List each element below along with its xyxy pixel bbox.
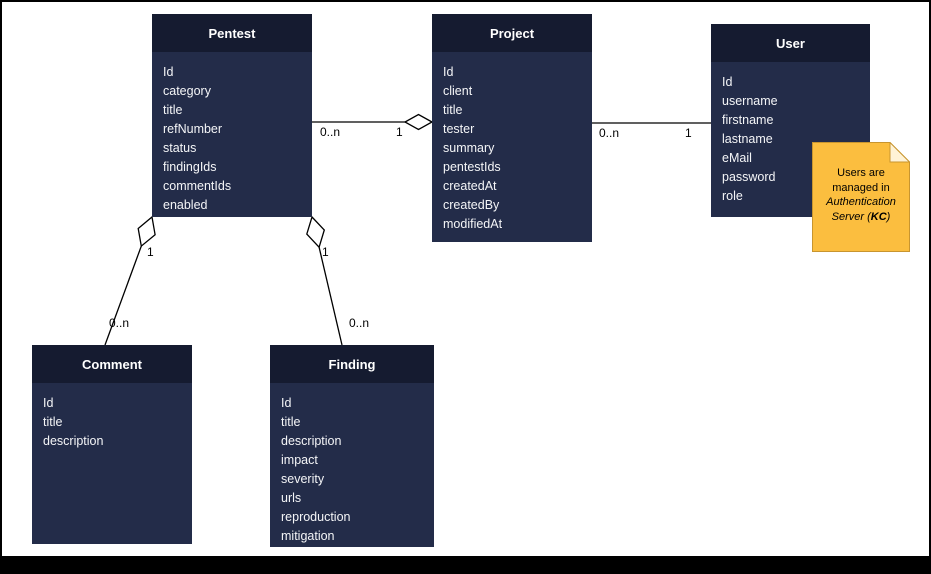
multiplicity-label: 0..n: [320, 125, 341, 139]
entity-field-list: Id title description impact severity urls repr…: [270, 383, 434, 547]
aggregation-diamond-project: [403, 113, 434, 131]
entity-field-list: Id title description: [32, 383, 192, 544]
entity-field: title: [443, 103, 463, 117]
entity-title: Comment: [32, 345, 192, 383]
note-line: managed in: [832, 181, 890, 194]
multiplicity-label: 1: [396, 125, 403, 139]
bottom-bar: [2, 556, 929, 572]
entity-project[interactable]: Project Id client title tester summary pentes…: [432, 14, 592, 242]
entity-field: client: [443, 84, 473, 98]
multiplicity-label: 1: [685, 126, 692, 140]
entity-field: modifiedAt: [443, 217, 503, 231]
entity-comment[interactable]: Comment Id title description: [32, 345, 192, 544]
entity-field: impact: [281, 453, 318, 467]
entity-field: severity: [281, 472, 325, 486]
multiplicity-label: 1: [147, 245, 154, 259]
entity-field: Id: [722, 75, 733, 89]
entity-finding[interactable]: Finding Id title description impact severity…: [270, 345, 434, 547]
entity-field-list: Id username firstname lastname eMail password…: [711, 62, 870, 217]
entity-field: pentestIds: [443, 160, 501, 174]
entity-field: username: [722, 94, 778, 108]
multiplicity-label: 0..n: [109, 316, 130, 330]
aggregation-diamond-finding: [306, 215, 326, 249]
aggregation-diamond-comment: [137, 215, 156, 248]
note-line: Server (KC): [831, 210, 891, 223]
entity-field: summary: [443, 141, 495, 155]
entity-field: eMail: [722, 151, 752, 165]
note-line: Users are: [837, 167, 885, 179]
sticky-note[interactable]: [812, 142, 910, 252]
entity-field: firstname: [722, 113, 774, 127]
entity-field: status: [163, 141, 197, 155]
entity-title: Project: [432, 14, 592, 52]
entity-title: Finding: [270, 345, 434, 383]
entity-field: createdBy: [443, 198, 500, 212]
entity-field: category: [163, 84, 211, 98]
entity-field: Id: [281, 396, 292, 410]
entity-title: Pentest: [152, 14, 312, 52]
entity-field: commentIds: [163, 179, 232, 193]
entity-title: User: [711, 24, 870, 62]
entity-field: description: [281, 434, 342, 448]
entity-field: urls: [281, 491, 302, 505]
multiplicity-label: 0..n: [349, 316, 370, 330]
entity-field: findingIds: [163, 160, 217, 174]
entity-pentest[interactable]: Pentest Id category title refNumber status fi…: [152, 14, 312, 217]
multiplicity-label: 1: [322, 245, 329, 259]
relationship-line-pentest-comment: [104, 245, 142, 346]
entity-field: createdAt: [443, 179, 497, 193]
entity-field: password: [722, 170, 776, 184]
entity-field: tester: [443, 122, 475, 136]
entity-field: title: [43, 415, 63, 429]
sticky-note-fold-corner: [889, 142, 910, 163]
multiplicity-label: 0..n: [599, 126, 620, 140]
sticky-note-body: [812, 142, 910, 252]
entity-field-list: Id client title tester summary pentestIds crea…: [432, 52, 592, 242]
entity-field: refNumber: [163, 122, 223, 136]
entity-field: role: [722, 189, 743, 203]
relationship-line-pentest-finding: [318, 247, 343, 346]
entity-field: Id: [443, 65, 454, 79]
entity-field: description: [43, 434, 104, 448]
entity-field: enabled: [163, 198, 208, 212]
entity-field: title: [281, 415, 301, 429]
entity-field: Id: [43, 396, 54, 410]
entity-field: lastname: [722, 132, 773, 146]
sticky-note-text: Users are managed in Authentication Serv…: [814, 166, 908, 224]
entity-field-list: Id category title refNumber status findingIds…: [152, 52, 312, 217]
entity-field: reproduction: [281, 510, 351, 524]
entity-field: title: [163, 103, 183, 117]
entity-field: mitigation: [281, 529, 335, 543]
note-line: Authentication: [826, 196, 896, 208]
entity-field: Id: [163, 65, 174, 79]
